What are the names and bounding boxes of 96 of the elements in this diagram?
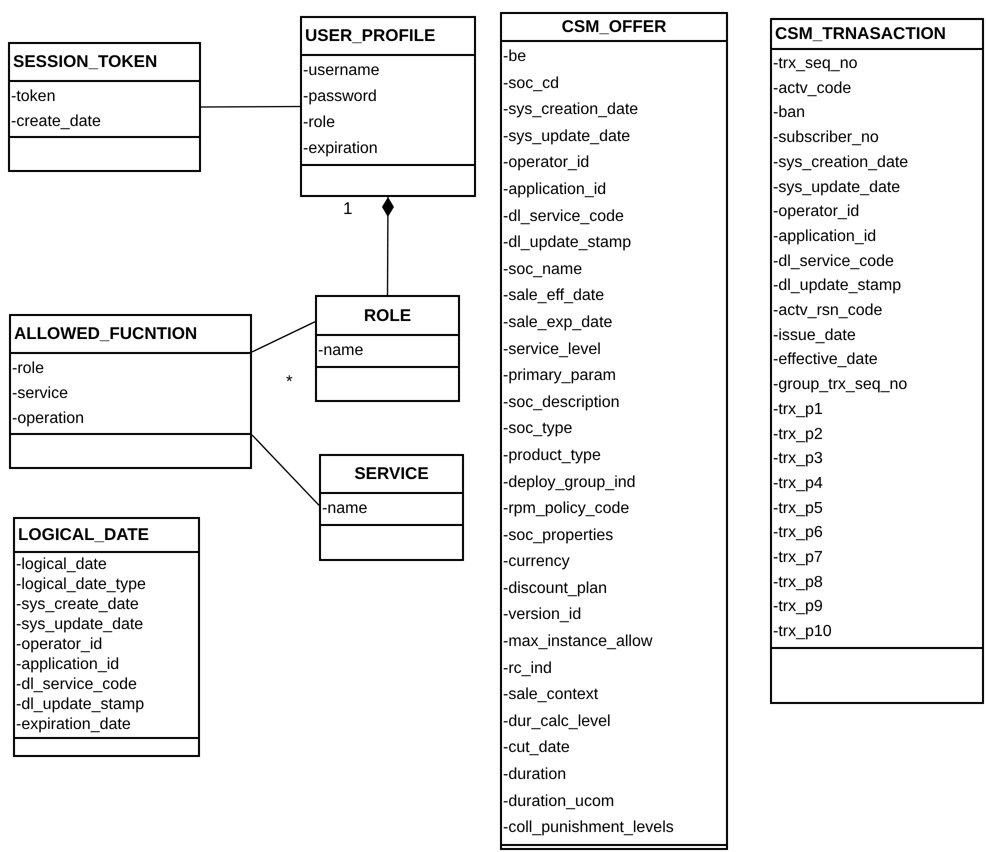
attribute-text: -trx_p8 xyxy=(772,572,823,593)
attribute-text: -duration_ucom xyxy=(502,792,614,812)
attribute-text: -trx_p7 xyxy=(772,548,823,568)
class-name: ROLE xyxy=(317,297,458,336)
composition-line xyxy=(382,197,394,295)
multiplicity-label: * xyxy=(286,372,293,392)
attribute-text: -trx_p4 xyxy=(772,474,823,494)
attribute-text: -application_id xyxy=(502,180,606,200)
attribute-text: -operator_id xyxy=(15,635,102,655)
attribute-text: -password xyxy=(302,87,377,107)
attribute-text: -deploy_group_ind xyxy=(502,472,636,492)
attribute-text: -soc_properties xyxy=(502,526,614,546)
attribute-text: -logical_date xyxy=(15,555,107,575)
attribute-text: -max_instance_allow xyxy=(502,632,652,652)
attribute-text: -currency xyxy=(502,552,570,572)
attribute-text: -sys_creation_date xyxy=(502,100,638,120)
attribute-text: -rpm_policy_code xyxy=(502,499,630,520)
attribute-text: -soc_name xyxy=(502,260,582,280)
attribute-text: -role xyxy=(302,113,336,133)
attribute-text: -sys_update_date xyxy=(15,615,144,635)
attribute-text: -ban xyxy=(772,103,806,124)
class-box xyxy=(8,42,201,172)
attribute-text: -discount_plan xyxy=(502,578,608,599)
attribute-text: -logical_date_type xyxy=(15,575,146,595)
attribute-text: -dl_update_stamp xyxy=(15,695,144,715)
attribute-text: -dl_update_stamp xyxy=(502,233,632,254)
class-name: SESSION_TOKEN xyxy=(10,44,199,82)
attribute-text: -create_date xyxy=(10,112,101,132)
association-line xyxy=(201,106,300,108)
attribute-text: -soc_description xyxy=(502,392,620,413)
class-box xyxy=(500,12,728,850)
attribute-text: -sale_eff_date xyxy=(502,286,604,306)
attribute-text: -soc_cd xyxy=(502,74,560,94)
attribute-text: -trx_p5 xyxy=(772,498,823,519)
attribute-text: -role xyxy=(11,359,44,379)
attribute-text: -dur_calc_level xyxy=(502,712,611,732)
class-box xyxy=(315,295,460,402)
attribute-text: -effective_date xyxy=(772,350,878,370)
multiplicity-label: 1 xyxy=(343,199,352,219)
attribute-text: -dl_service_code xyxy=(15,675,137,695)
attribute-text: -application_id xyxy=(772,226,876,247)
attribute-text: -service_level xyxy=(502,340,601,360)
attribute-text: -issue_date xyxy=(772,326,856,346)
class-box xyxy=(770,18,984,704)
attribute-text: -dl_service_code xyxy=(772,252,894,272)
attribute-text: -product_type xyxy=(502,446,601,466)
class-name: CSM_TRNASACTION xyxy=(772,20,982,50)
attribute-text: -trx_p6 xyxy=(772,523,823,544)
attribute-text: -sys_creation_date xyxy=(772,152,908,173)
association-line xyxy=(252,321,316,353)
attribute-text: -trx_p3 xyxy=(772,449,823,470)
class-name: CSM_OFFER xyxy=(502,14,726,42)
class-name: ALLOWED_FUCNTION xyxy=(11,316,250,354)
attribute-text: -operation xyxy=(11,409,84,429)
attribute-text: -operator_id xyxy=(772,202,860,222)
attribute-text: -name xyxy=(321,499,368,519)
attribute-text: -cut_date xyxy=(502,738,570,758)
attribute-text: -primary_param xyxy=(502,366,616,386)
attribute-text: -expiration xyxy=(302,139,378,159)
attribute-text: -actv_rsn_code xyxy=(772,301,882,322)
attribute-text: -group_trx_seq_no xyxy=(772,375,908,396)
attribute-text: -sys_update_date xyxy=(772,178,900,198)
attribute-text: -application_id xyxy=(15,655,120,675)
attribute-text: -dl_update_stamp xyxy=(772,276,902,296)
association-line xyxy=(252,434,320,506)
attribute-text: -token xyxy=(10,87,56,107)
attribute-text: -operator_id xyxy=(502,153,590,174)
class-box xyxy=(9,314,252,469)
attribute-text: -dl_service_code xyxy=(502,206,624,227)
class-name: LOGICAL_DATE xyxy=(15,519,198,553)
attribute-text: -trx_seq_no xyxy=(772,54,858,74)
attribute-text: -trx_p2 xyxy=(772,424,823,445)
attribute-text: -sale_exp_date xyxy=(502,312,612,333)
attribute-text: -trx_p10 xyxy=(772,622,832,642)
class-name: SERVICE xyxy=(321,456,462,494)
attribute-text: -actv_code xyxy=(772,78,852,99)
attribute-text: -trx_p1 xyxy=(772,400,823,420)
attribute-text: -duration xyxy=(502,765,566,786)
class-box xyxy=(300,16,476,197)
class-box xyxy=(13,517,200,757)
attribute-text: -coll_punishment_levels xyxy=(502,818,674,838)
attribute-text: -rc_ind xyxy=(502,658,552,679)
attribute-text: -soc_type xyxy=(502,419,572,440)
attribute-text: -version_id xyxy=(502,605,582,626)
attribute-text: -be xyxy=(502,47,526,67)
attribute-text: -name xyxy=(317,341,364,361)
attribute-text: -trx_p9 xyxy=(772,597,823,618)
attribute-text: -subscriber_no xyxy=(772,128,879,148)
attribute-text: -sys_update_date xyxy=(502,126,630,147)
attribute-text: -username xyxy=(302,61,380,81)
class-name: USER_PROFILE xyxy=(302,18,474,56)
class-box xyxy=(319,454,464,561)
attribute-text: -service xyxy=(11,384,68,404)
attribute-text: -sale_context xyxy=(502,685,598,706)
attribute-text: -sys_create_date xyxy=(15,595,139,615)
attribute-text: -expiration_date xyxy=(15,715,131,735)
